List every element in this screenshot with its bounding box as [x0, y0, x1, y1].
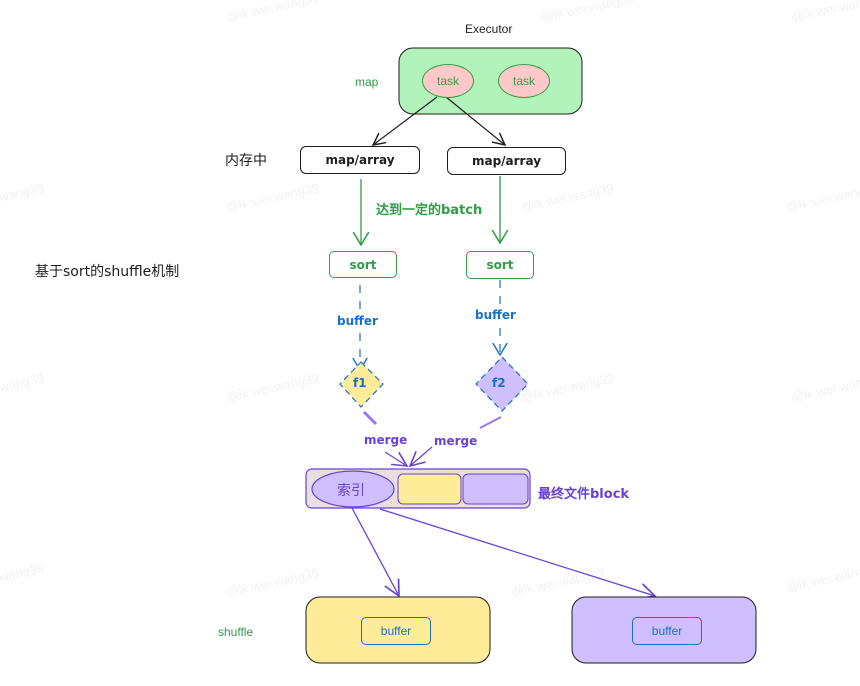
arrow-task-to-array-right	[445, 96, 505, 145]
arrow-block-to-shuffle-right	[379, 508, 655, 596]
shuffle-target-yellow	[305, 596, 491, 664]
buffer-label: buffer	[337, 314, 378, 328]
map-array-label: map/array	[325, 153, 395, 167]
file-f2-label: f2	[492, 376, 506, 390]
arrow-task-to-array-left	[373, 96, 438, 145]
shuffle-buffer-box: buffer	[632, 617, 702, 645]
merge-label: merge	[364, 433, 408, 447]
task-label: task	[512, 74, 535, 88]
merge-label: merge	[434, 434, 478, 448]
merge-arrow-left	[384, 451, 407, 466]
file-f2-diamond	[475, 356, 529, 412]
arrow-block-to-shuffle-left	[351, 507, 399, 596]
index-label: 索引	[337, 482, 365, 498]
shuffle-target-purple	[571, 596, 757, 664]
task-node: task	[422, 64, 474, 98]
map-array-box: map/array	[447, 147, 566, 175]
shuffle-buffer-box: buffer	[361, 617, 431, 645]
diagram-title: 基于sort的shuffle机制	[35, 264, 180, 280]
sort-label: sort	[486, 258, 514, 272]
final-block-segment-purple	[462, 473, 529, 505]
final-block-label: 最终文件block	[538, 487, 630, 502]
merge-arrow-right	[410, 446, 433, 466]
map-array-box: map/array	[300, 146, 420, 174]
buffer-label: buffer	[475, 308, 516, 322]
final-block-segment-yellow	[397, 473, 462, 505]
task-node: task	[498, 64, 550, 98]
map-stage-label: map	[355, 75, 379, 89]
sort-box: sort	[466, 251, 534, 279]
shuffle-buffer-label: buffer	[651, 624, 683, 638]
file-f1-label: f1	[353, 376, 367, 390]
file-f1-diamond	[339, 361, 384, 408]
shuffle-buffer-label: buffer	[380, 624, 412, 638]
merge-line-f1	[362, 410, 378, 426]
memory-label: 内存中	[225, 152, 267, 168]
batch-label: 达到一定的batch	[376, 203, 483, 218]
map-array-label: map/array	[471, 154, 542, 168]
index-ellipse	[311, 470, 395, 508]
sort-label: sort	[349, 257, 377, 272]
merge-line-f2	[479, 416, 502, 429]
sort-box: sort	[329, 251, 397, 278]
task-label: task	[436, 74, 459, 88]
shuffle-stage-label: shuffle	[218, 625, 254, 639]
executor-title: Executor	[465, 22, 513, 36]
